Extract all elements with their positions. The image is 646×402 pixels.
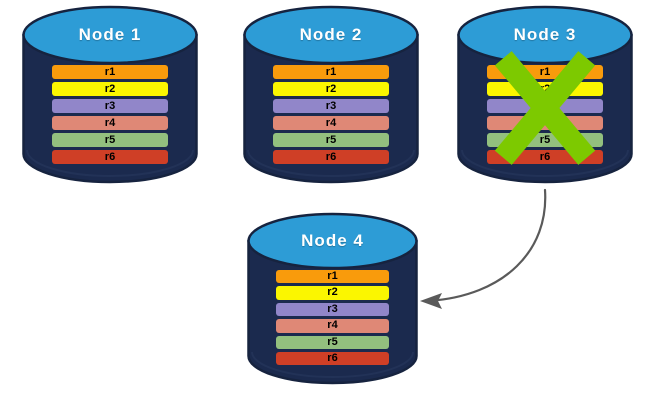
data-row[interactable]: r6 bbox=[273, 150, 389, 164]
data-row-label: r6 bbox=[327, 351, 338, 364]
data-row-label: r6 bbox=[104, 151, 116, 163]
node-rows: r1 r2 r3 r4 r5 r6 bbox=[22, 65, 198, 164]
data-row-label: r2 bbox=[327, 286, 338, 299]
cylinder-bottom-highlight bbox=[26, 149, 194, 177]
cylinder-top-ellipse bbox=[243, 5, 419, 65]
cylinder-bottom-highlight bbox=[461, 149, 629, 177]
data-row-label: r5 bbox=[104, 134, 116, 146]
data-row[interactable]: r1 bbox=[52, 65, 168, 79]
node-rows: r1 r2 r3 r4 r5 r6 bbox=[457, 65, 633, 164]
data-row[interactable]: r5 bbox=[273, 133, 389, 147]
cylinder-bottom-highlight bbox=[251, 351, 414, 378]
data-row-label: r3 bbox=[539, 100, 551, 112]
data-row-label: r1 bbox=[325, 66, 337, 78]
data-row-label: r4 bbox=[325, 117, 337, 129]
data-row[interactable]: r3 bbox=[276, 302, 389, 317]
data-row[interactable]: r3 bbox=[273, 99, 389, 113]
node-rows: r1 r2 r3 r4 r5 r6 bbox=[243, 65, 419, 164]
data-row[interactable]: r2 bbox=[273, 82, 389, 96]
data-row[interactable]: r6 bbox=[276, 351, 389, 366]
data-row-label: r5 bbox=[325, 134, 337, 146]
data-row-label: r5 bbox=[539, 134, 551, 146]
data-row-label: r2 bbox=[325, 83, 337, 95]
data-row[interactable]: r6 bbox=[52, 150, 168, 164]
data-row[interactable]: r2 bbox=[276, 286, 389, 300]
data-row[interactable]: r1 bbox=[276, 270, 389, 284]
cylinder-top-ellipse bbox=[457, 5, 633, 65]
data-row[interactable]: r5 bbox=[276, 335, 389, 349]
data-row-label: r1 bbox=[327, 270, 338, 282]
data-row[interactable]: r2 bbox=[487, 82, 603, 96]
data-row-label: r4 bbox=[539, 117, 551, 129]
data-row-label: r3 bbox=[327, 302, 338, 315]
cylinder-top-ellipse bbox=[247, 212, 418, 270]
data-row-label: r4 bbox=[104, 117, 116, 129]
data-row[interactable]: r6 bbox=[487, 150, 603, 164]
data-row[interactable]: r5 bbox=[52, 133, 168, 147]
data-row[interactable]: r5 bbox=[487, 133, 603, 147]
cylinder-top-ellipse bbox=[22, 5, 198, 65]
data-row[interactable]: r1 bbox=[273, 65, 389, 79]
data-row-label: r6 bbox=[539, 151, 551, 163]
data-row[interactable]: r4 bbox=[276, 319, 389, 333]
data-row[interactable]: r4 bbox=[273, 116, 389, 130]
data-row[interactable]: r4 bbox=[487, 116, 603, 130]
data-row-label: r2 bbox=[539, 83, 551, 95]
data-row-label: r5 bbox=[327, 335, 338, 348]
data-row-label: r1 bbox=[104, 66, 116, 78]
data-row-label: r3 bbox=[325, 100, 337, 112]
data-row-label: r2 bbox=[104, 83, 116, 95]
data-row[interactable]: r3 bbox=[487, 99, 603, 113]
cylinder-bottom-highlight bbox=[247, 149, 415, 177]
node-rows: r1 r2 r3 r4 r5 r6 bbox=[247, 270, 418, 366]
data-row[interactable]: r4 bbox=[52, 116, 168, 130]
data-row[interactable]: r1 bbox=[487, 65, 603, 79]
data-row-label: r6 bbox=[325, 151, 337, 163]
data-row[interactable]: r2 bbox=[52, 82, 168, 96]
data-row-label: r3 bbox=[104, 100, 116, 112]
data-row[interactable]: r3 bbox=[52, 99, 168, 113]
data-row-label: r4 bbox=[327, 319, 338, 332]
data-row-label: r1 bbox=[539, 66, 551, 78]
